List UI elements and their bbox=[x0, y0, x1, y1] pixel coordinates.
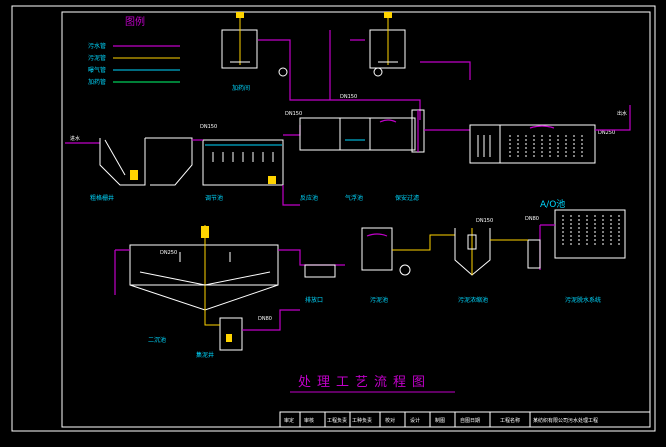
security-filter bbox=[411, 109, 425, 153]
legend-title: 图例 bbox=[125, 15, 145, 28]
reaction-flotation-tank bbox=[299, 117, 416, 151]
sludge-pump-box bbox=[527, 239, 541, 269]
ao-title: A/O池 bbox=[540, 198, 565, 210]
dosing-pump-1 bbox=[278, 67, 288, 77]
ao-aeration-block bbox=[554, 209, 626, 259]
unit-label-3: 反应池 bbox=[300, 194, 318, 202]
title-block bbox=[279, 411, 651, 428]
drawing-title: 处理工艺流程图 bbox=[298, 375, 431, 390]
tb-cell-6: 制图 bbox=[435, 417, 445, 424]
dosing-room-label: 加药间 bbox=[232, 84, 250, 92]
pipe-dn250: DN250 bbox=[598, 130, 615, 136]
legend-label-0: 污水管 bbox=[88, 42, 106, 50]
legend-label-1: 污泥管 bbox=[88, 54, 106, 62]
unit-label-7: 二沉池 bbox=[148, 336, 166, 344]
pipe-dn150-a: DN150 bbox=[200, 124, 217, 130]
unit-label-2: 调节池 bbox=[205, 194, 223, 202]
inner-frame bbox=[61, 11, 651, 428]
secondary-clarifier bbox=[129, 225, 279, 311]
sludge-pump bbox=[399, 264, 411, 276]
dosing-pipe-1 bbox=[258, 39, 421, 120]
legend-label-2: 曝气管 bbox=[88, 66, 106, 74]
dosing-tank-1 bbox=[221, 12, 258, 69]
pipe-sludge-to-thick bbox=[392, 234, 455, 251]
legend: 污水管 污泥管 曝气管 加药管 bbox=[88, 42, 180, 86]
outer-frame bbox=[11, 5, 656, 432]
pipe-reg-out bbox=[282, 125, 301, 206]
tb-cell-7: 自图日期 bbox=[460, 417, 480, 424]
tb-cell-0: 审定 bbox=[284, 417, 294, 424]
tb-cell-1: 审核 bbox=[304, 417, 314, 424]
sludge-well bbox=[219, 317, 243, 351]
pipe-well-return bbox=[242, 309, 300, 331]
ao-tank bbox=[469, 124, 596, 164]
sludge-thickener bbox=[454, 228, 491, 276]
dosing-pipe-2 bbox=[329, 30, 365, 100]
pipe-clarifier-in bbox=[114, 249, 130, 295]
unit-label-5: 保安过滤 bbox=[395, 194, 419, 202]
legend-label-3: 加药管 bbox=[88, 78, 106, 86]
inlet-label: 进水 bbox=[70, 135, 80, 142]
pipe-ao-out bbox=[595, 105, 631, 131]
dosing-pump-2 bbox=[373, 67, 383, 77]
dosing-pipe-3 bbox=[420, 61, 471, 80]
pipe-dn80-b: DN80 bbox=[258, 316, 272, 322]
unit-label-11: 污泥浓缩池 bbox=[458, 296, 488, 304]
tb-project-label: 工程名称 bbox=[500, 417, 520, 424]
sludge-tank bbox=[361, 227, 393, 271]
coarse-screen-well bbox=[99, 137, 193, 186]
unit-label-4: 气浮池 bbox=[345, 194, 363, 202]
pipe-dn250-b: DN250 bbox=[160, 250, 177, 256]
unit-label-10: 污泥池 bbox=[370, 296, 388, 304]
discharge-outlet bbox=[304, 264, 336, 278]
unit-label-8: 集泥井 bbox=[196, 351, 214, 359]
dosing-tank-2 bbox=[369, 12, 406, 69]
pipe-clarifier-out bbox=[278, 249, 345, 266]
tb-cell-3: 工种负责 bbox=[352, 417, 372, 424]
pipe-dn80: DN80 bbox=[525, 216, 539, 222]
regulation-tank bbox=[202, 139, 284, 186]
pipe-sludge-to-well bbox=[204, 310, 220, 326]
pipe-dn150-c: DN150 bbox=[340, 94, 357, 100]
pipe-dn150-d: DN150 bbox=[476, 218, 493, 224]
pipe-dn150-b: DN150 bbox=[285, 111, 302, 117]
tb-cell-4: 校对 bbox=[385, 417, 395, 424]
tb-cell-5: 设计 bbox=[410, 417, 420, 424]
tb-cell-2: 工程负责 bbox=[327, 417, 347, 424]
unit-label-12: 污泥脱水系统 bbox=[565, 296, 601, 304]
tb-project-name: 某纺织有限公司污水处理工程 bbox=[533, 417, 598, 424]
unit-label-1: 粗格栅井 bbox=[90, 194, 114, 202]
unit-label-9: 排放口 bbox=[305, 296, 323, 304]
outlet-label: 出水 bbox=[617, 110, 627, 117]
pipe-ao-sludge bbox=[539, 224, 555, 270]
